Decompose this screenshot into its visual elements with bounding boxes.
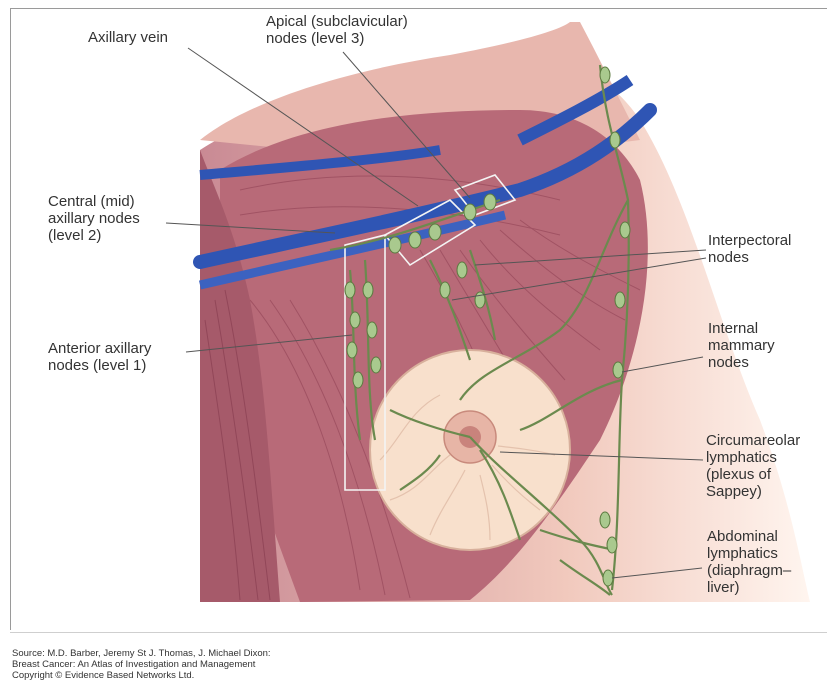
label-axillary-vein: Axillary vein	[88, 29, 168, 46]
label-apical-nodes: Apical (subclavicular) nodes (level 3)	[266, 13, 408, 47]
source-citation: Source: M.D. Barber, Jeremy St J. Thomas…	[12, 648, 271, 681]
label-interpectoral-nodes: Interpectoral nodes	[708, 232, 791, 266]
label-internal-mammary-nodes: Internal mammary nodes	[708, 320, 775, 371]
label-circumareolar-lymphatics: Circumareolar lymphatics (plexus of Sapp…	[706, 432, 800, 500]
label-central-nodes: Central (mid) axillary nodes (level 2)	[48, 193, 140, 244]
caption-divider	[10, 632, 827, 633]
label-abdominal-lymphatics: Abdominal lymphatics (diaphragm– liver)	[707, 528, 791, 596]
label-anterior-axillary-nodes: Anterior axillary nodes (level 1)	[48, 340, 151, 374]
